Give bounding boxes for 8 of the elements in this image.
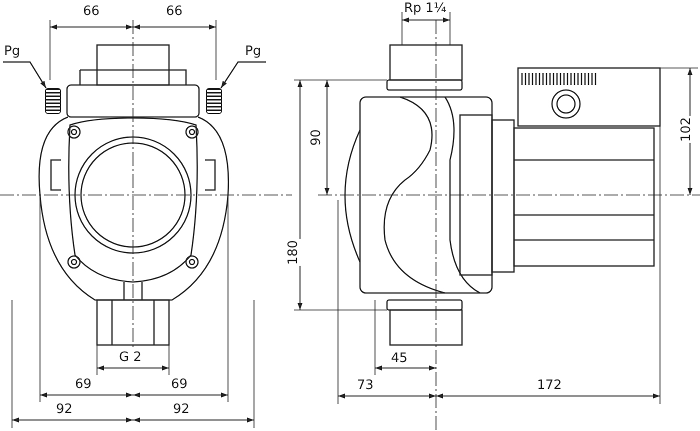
part-label: Pg — [244, 44, 262, 59]
dimension-label: 180 — [286, 239, 301, 266]
cable-gland — [206, 88, 222, 114]
dimension-label: Rp 1¼ — [403, 1, 448, 16]
leader-line — [220, 61, 266, 88]
cable-gland — [45, 88, 61, 114]
part-label: Pg — [3, 44, 22, 59]
leader-line — [3, 61, 47, 88]
